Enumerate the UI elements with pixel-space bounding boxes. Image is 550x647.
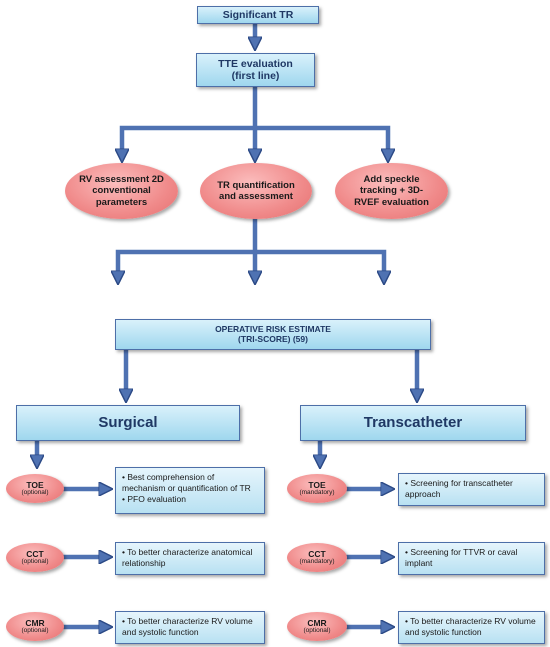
transcatheter-cmr-bullet-2: and systolic function xyxy=(405,627,482,638)
transcatheter-toe-modality: TOE xyxy=(308,479,326,490)
surgical-cmr-oval: CMR (optional) xyxy=(6,612,64,641)
transcatheter-cct-bullet-1: • Screening for TTVR or caval xyxy=(405,547,518,557)
arrow-tte-to-rv xyxy=(122,87,258,160)
rv-assessment-label: RV assessment 2D conventional parameters xyxy=(79,173,164,208)
transcatheter-cct-bullet-2: implant xyxy=(405,558,433,569)
significant-tr-label: Significant TR xyxy=(222,8,294,21)
transcatheter-toe-bullet-2: approach xyxy=(405,489,441,500)
rv-assessment-oval: RV assessment 2D conventional parameters xyxy=(65,163,178,219)
transcatheter-cct-modality: CCT xyxy=(308,548,326,559)
transcatheter-cmr-oval: CMR (optional) xyxy=(287,612,347,641)
transcatheter-cmr-modality: CMR xyxy=(307,617,327,628)
surgical-toe-bullet-1: • Best comprehension of xyxy=(122,472,215,482)
arrow-tr-to-right xyxy=(255,249,384,282)
surgical-toe-oval: TOE (optional) xyxy=(6,474,64,503)
transcatheter-cct-oval: CCT (mandatory) xyxy=(287,543,347,572)
surgical-toe-bullet-3: • PFO evaluation xyxy=(122,494,186,505)
transcatheter-cmr-bullet-1: • To better characterize RV volume xyxy=(405,616,536,626)
surgical-toe-modality: TOE xyxy=(26,479,44,490)
operative-risk-label: OPERATIVE RISK ESTIMATE xyxy=(215,323,331,334)
surgical-box: Surgical xyxy=(16,405,240,441)
arrow-tte-to-speckle xyxy=(255,125,388,160)
transcatheter-cct-note: • Screening for TTVR or caval implant xyxy=(398,542,545,575)
surgical-cmr-bullet-2: and systolic function xyxy=(122,627,199,638)
surgical-cmr-modality: CMR xyxy=(25,617,45,628)
transcatheter-cct-status: (mandatory) xyxy=(299,557,335,565)
speckle-tracking-oval: Add speckle tracking + 3D-RVEF evaluatio… xyxy=(335,163,448,219)
surgical-toe-note: • Best comprehension of mechanism or qua… xyxy=(115,467,265,514)
transcatheter-cmr-status: (optional) xyxy=(303,626,331,634)
tte-evaluation-label: TTE evaluation xyxy=(218,57,293,70)
surgical-cct-modality: CCT xyxy=(26,548,44,559)
surgical-cct-bullet-1: • To better characterize anatomical xyxy=(122,547,253,557)
tte-first-line-label: (first line) xyxy=(231,70,280,82)
tr-quantification-oval: TR quantification and assessment xyxy=(200,163,312,219)
transcatheter-cmr-note: • To better characterize RV volume and s… xyxy=(398,611,545,644)
transcatheter-toe-bullet-1: • Screening for transcatheter xyxy=(405,478,513,488)
operative-risk-box: OPERATIVE RISK ESTIMATE (TRI-SCORE) (59) xyxy=(115,319,431,350)
surgical-cct-oval: CCT (optional) xyxy=(6,543,64,572)
surgical-toe-status: (optional) xyxy=(21,488,49,496)
significant-tr-box: Significant TR xyxy=(197,6,319,24)
arrow-tr-to-left xyxy=(118,218,258,282)
tri-score-label: (TRI-SCORE) (59) xyxy=(238,333,308,344)
transcatheter-box: Transcatheter xyxy=(300,405,526,441)
tr-quantification-label: TR quantification and assessment xyxy=(217,179,295,202)
transcatheter-toe-status: (mandatory) xyxy=(299,488,335,496)
surgical-cct-note: • To better characterize anatomical rela… xyxy=(115,542,265,575)
transcatheter-toe-note: • Screening for transcatheter approach xyxy=(398,473,545,506)
transcatheter-toe-oval: TOE (mandatory) xyxy=(287,474,347,503)
transcatheter-title: Transcatheter xyxy=(363,414,463,432)
surgical-cct-status: (optional) xyxy=(21,557,49,565)
surgical-cmr-bullet-1: • To better characterize RV volume xyxy=(122,616,253,626)
surgical-cct-bullet-2: relationship xyxy=(122,558,166,569)
surgical-cmr-note: • To better characterize RV volume and s… xyxy=(115,611,265,644)
surgical-toe-bullet-2: mechanism or quantification of TR xyxy=(122,483,251,494)
speckle-tracking-label: Add speckle tracking + 3D-RVEF evaluatio… xyxy=(354,173,429,208)
surgical-title: Surgical xyxy=(98,414,158,432)
tte-evaluation-box: TTE evaluation (first line) xyxy=(196,53,315,87)
surgical-cmr-status: (optional) xyxy=(21,626,49,634)
